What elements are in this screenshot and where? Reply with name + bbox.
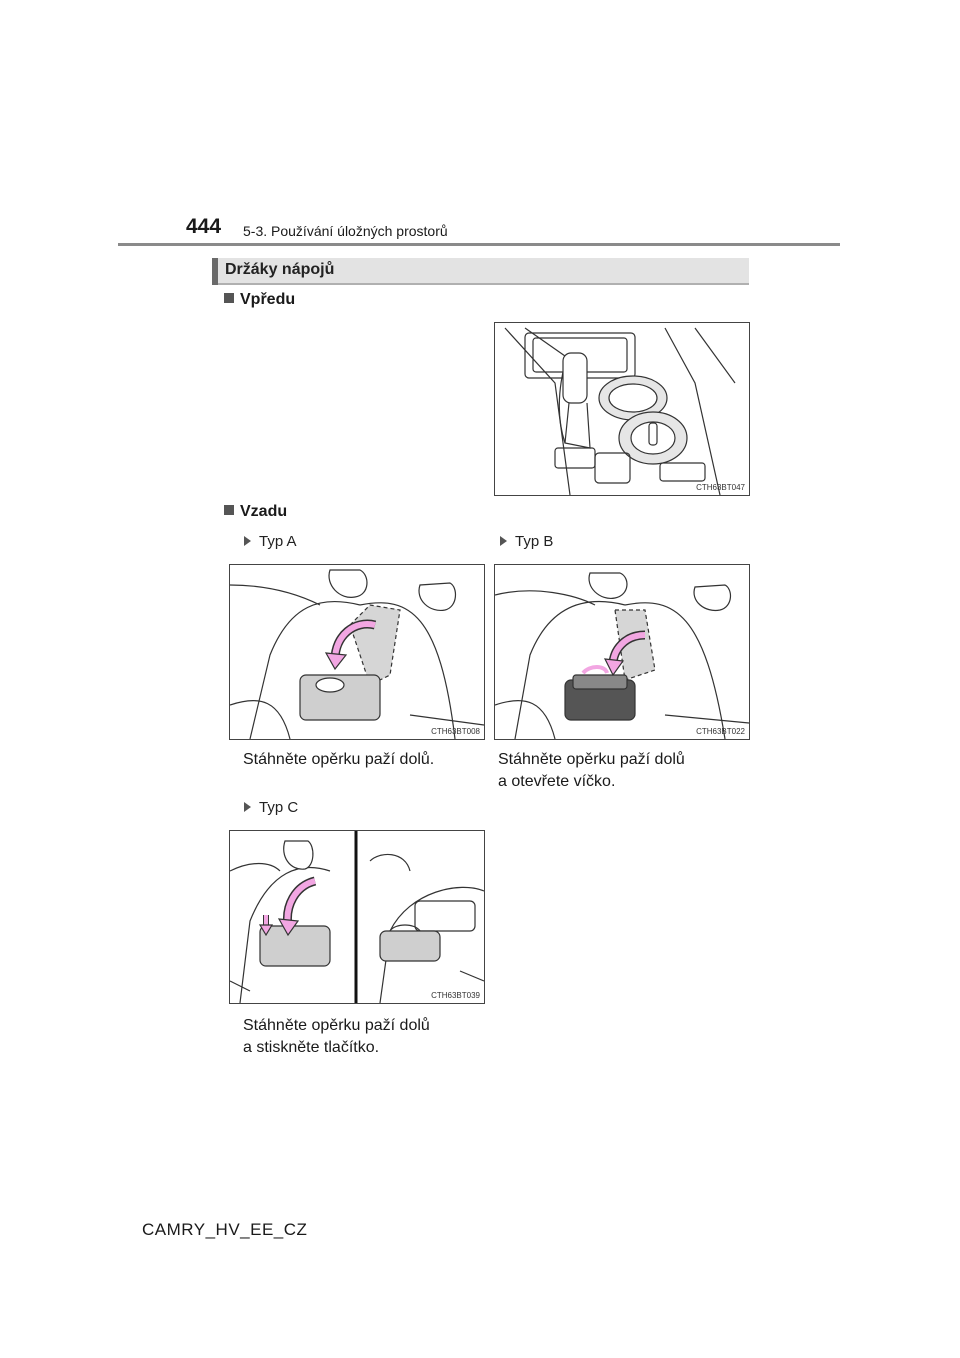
type-c-caption-line-2: a stiskněte tlačítko.: [243, 1039, 380, 1056]
front-heading: Vpředu: [224, 291, 295, 309]
rear-heading: Vzadu: [224, 503, 287, 521]
type-a-label: Typ A: [244, 533, 297, 550]
figure-code: CTH63BT039: [431, 991, 480, 1000]
type-a-caption: Stáhněte opěrku paží dolů.: [243, 751, 435, 768]
page-number: 444: [186, 215, 222, 238]
triangle-bullet-icon: [244, 802, 251, 812]
square-bullet-icon: [224, 293, 234, 303]
type-c-label-text: Typ C: [259, 799, 299, 816]
type-b-label: Typ B: [500, 533, 553, 550]
type-b-label-text: Typ B: [515, 533, 554, 550]
section-title: Držáky nápojů: [225, 261, 335, 278]
type-a-label-text: Typ A: [259, 533, 297, 550]
type-c-illustration: CTH63BT039: [229, 830, 485, 1004]
figure-code: CTH63BT047: [696, 483, 745, 492]
breadcrumb: 5-3. Používání úložných prostorů: [243, 223, 448, 239]
front-heading-text: Vpředu: [240, 291, 296, 308]
type-b-caption-line-2: a otevřete víčko.: [498, 773, 616, 790]
section-accent: [212, 258, 218, 285]
header-divider: [118, 243, 840, 246]
triangle-bullet-icon: [244, 536, 251, 546]
rear-heading-text: Vzadu: [240, 503, 288, 520]
type-c-label: Typ C: [244, 799, 298, 816]
triangle-bullet-icon: [500, 536, 507, 546]
square-bullet-icon: [224, 505, 234, 515]
figure-code: CTH63BT008: [431, 727, 480, 736]
type-b-caption: Stáhněte opěrku paží dolů a otevřete víč…: [498, 749, 685, 793]
figure-code: CTH63BT022: [696, 727, 745, 736]
type-a-illustration: CTH63BT008: [229, 564, 485, 740]
type-c-caption: Stáhněte opěrku paží dolů a stiskněte tl…: [243, 1015, 430, 1059]
type-b-caption-line-1: Stáhněte opěrku paží dolů: [498, 751, 685, 768]
front-cupholder-illustration: CTH63BT047: [494, 322, 750, 496]
section-title-bar: Držáky nápojů: [212, 258, 749, 285]
footer-doc-id: CAMRY_HV_EE_CZ: [142, 1220, 308, 1239]
type-b-illustration: CTH63BT022: [494, 564, 750, 740]
type-c-caption-line-1: Stáhněte opěrku paží dolů: [243, 1017, 430, 1034]
